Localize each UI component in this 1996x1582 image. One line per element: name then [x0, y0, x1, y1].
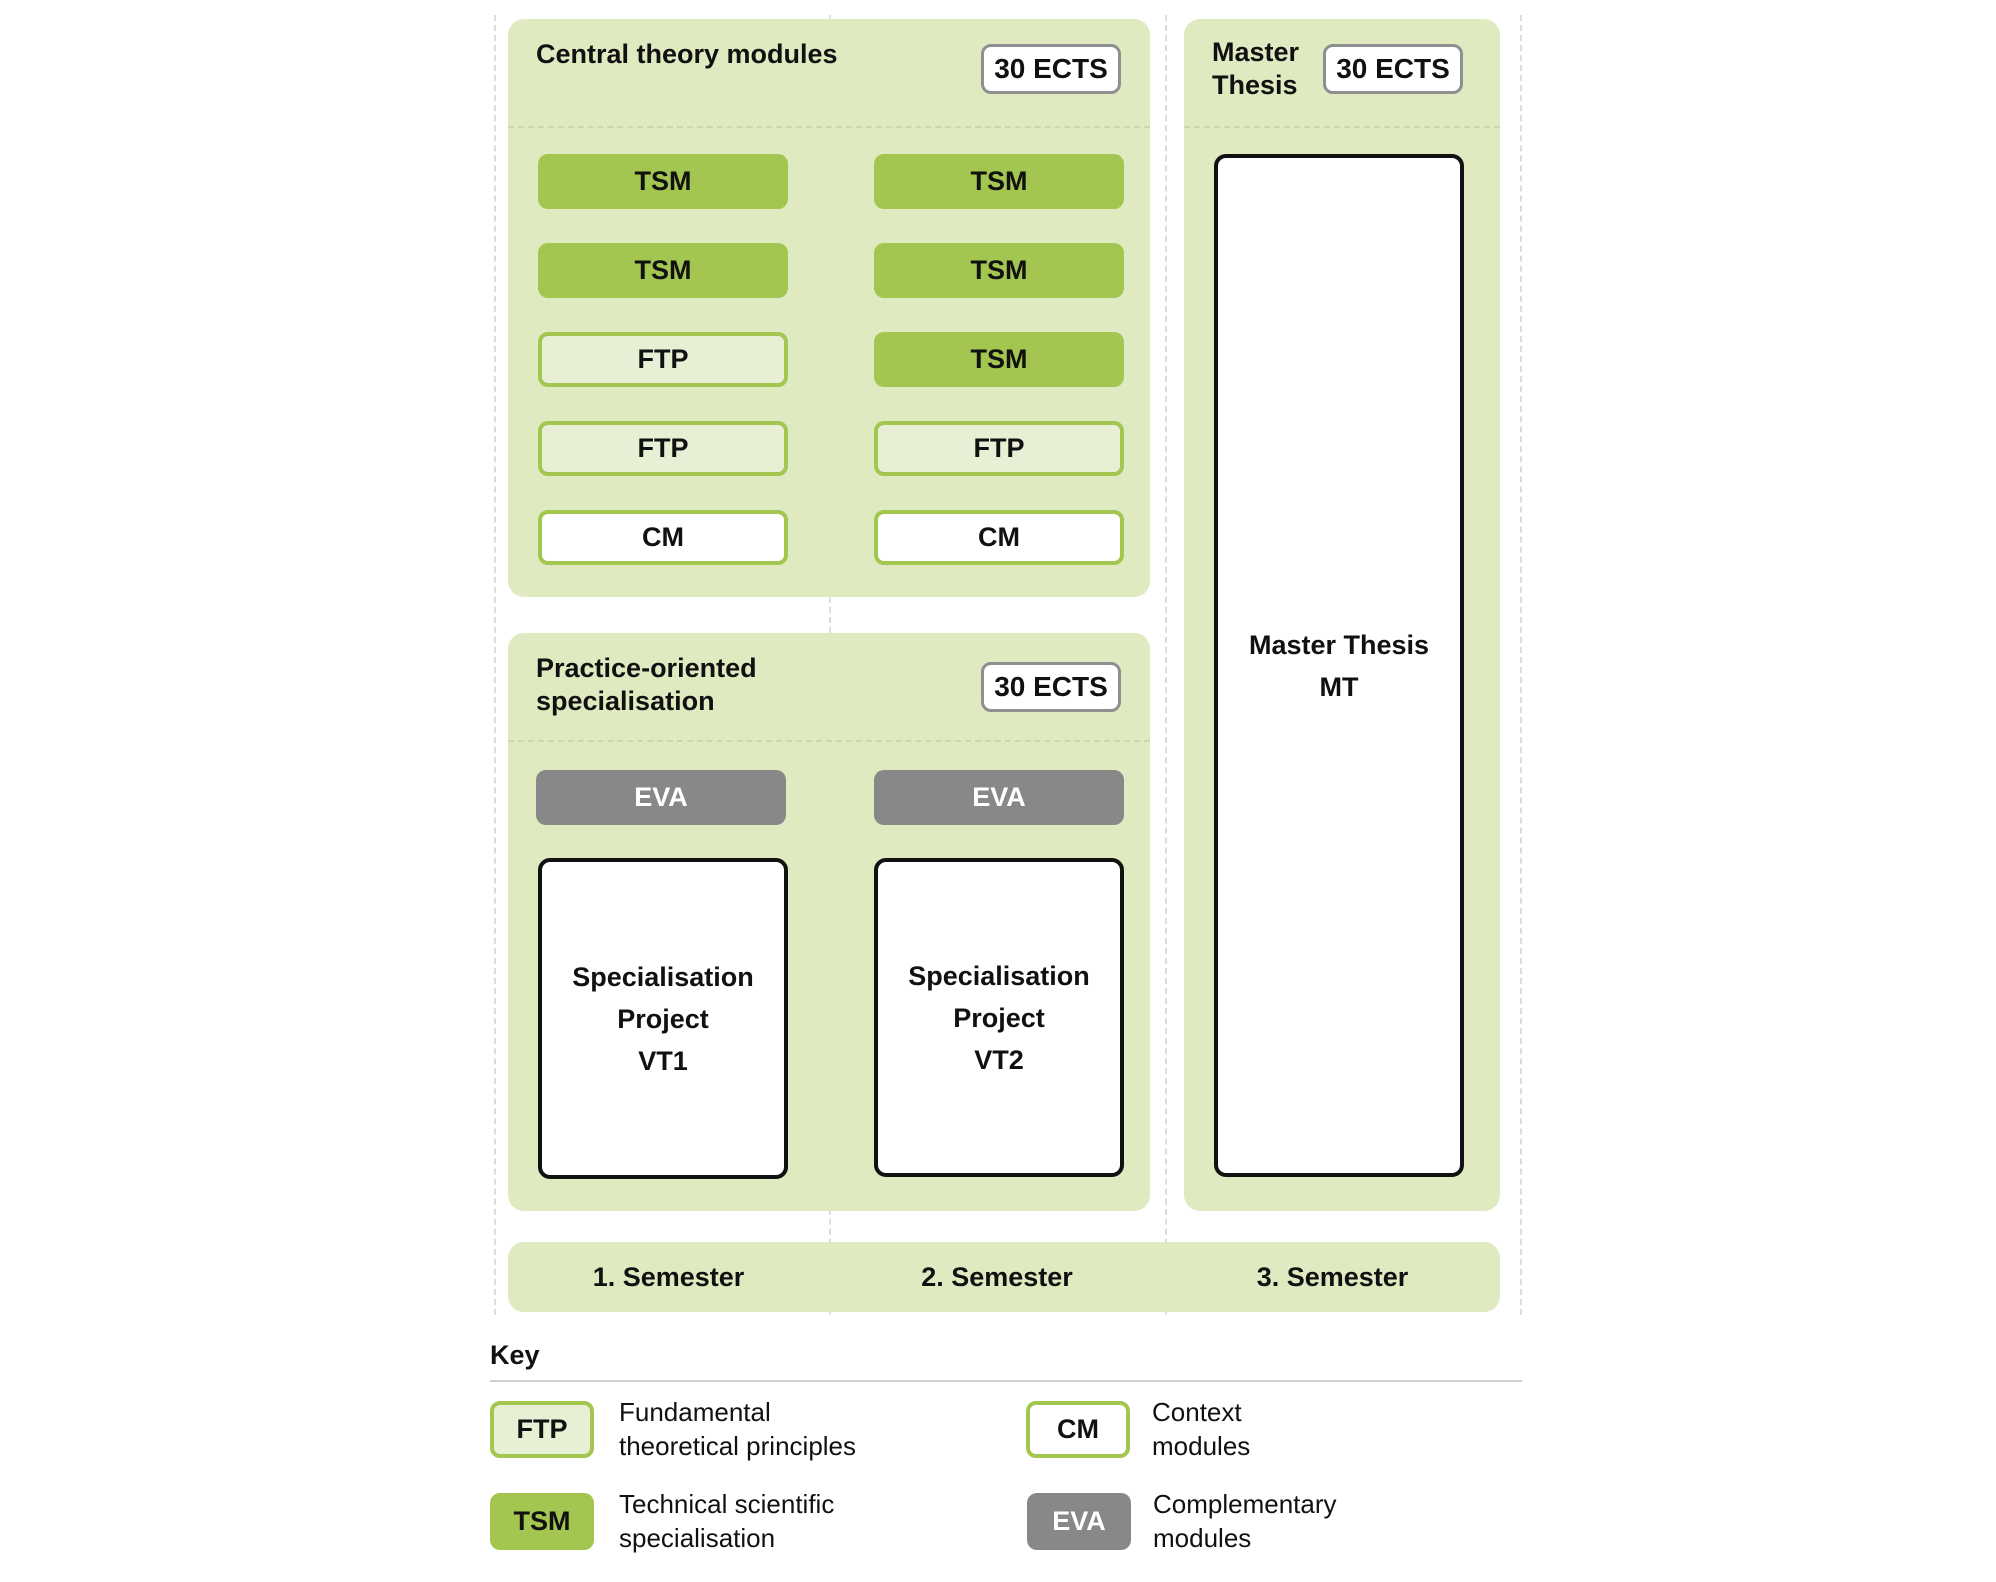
sem1-project-line-3: VT1 [638, 1045, 688, 1076]
key-badge-tsm: TSM [490, 1493, 594, 1550]
key-desc-ftp: Fundamental theoretical principles [619, 1395, 856, 1463]
key-desc-eva: Complementary modules [1153, 1487, 1337, 1555]
sem2-specialisation-project: Specialisation Project VT2 [874, 858, 1124, 1177]
practice-title-line-1: Practice-oriented [536, 653, 757, 683]
key-desc-cm: Context modules [1152, 1395, 1250, 1463]
practice-title-line-2: specialisation [536, 686, 715, 716]
semester-label-2: 2. Semester [921, 1261, 1073, 1292]
sem1-project-line-1: Specialisation [572, 961, 754, 992]
sem2-module-3: TSM [874, 332, 1124, 387]
key-desc-tsm: Technical scientific specialisation [619, 1487, 834, 1555]
sem2-eva-module: EVA [874, 770, 1124, 825]
semester-label-1: 1. Semester [592, 1261, 745, 1292]
sem1-module-2: TSM [538, 243, 788, 298]
central-theory-panel [508, 19, 1150, 597]
central-theory-ects-badge: 30 ECTS [981, 44, 1121, 94]
semester-label-3: 3. Semester [1256, 1261, 1409, 1292]
key-desc-eva-line-1: Complementary [1153, 1489, 1337, 1519]
master-thesis-box-line-1: Master Thesis [1248, 629, 1430, 660]
sem2-module-2: TSM [874, 243, 1124, 298]
key-desc-cm-line-2: modules [1152, 1431, 1251, 1461]
key-desc-cm-line-1: Context [1152, 1397, 1242, 1427]
sem1-module-5: CM [538, 510, 788, 565]
sem1-module-4: FTP [538, 421, 788, 476]
key-desc-tsm-line-1: Technical scientific [619, 1489, 835, 1519]
sem2-project-line-2: Project [953, 1002, 1045, 1033]
sem2-module-5: CM [874, 510, 1124, 565]
master-thesis-ects-badge: 30 ECTS [1323, 44, 1463, 94]
sem1-module-3: FTP [538, 332, 788, 387]
key-desc-ftp-line-1: Fundamental [619, 1397, 771, 1427]
column-guide-right [1165, 15, 1167, 1315]
central-theory-divider [508, 126, 1150, 128]
sem1-module-1: TSM [538, 154, 788, 209]
sem1-project-line-2: Project [617, 1003, 709, 1034]
sem1-eva-module: EVA [536, 770, 786, 825]
key-badge-cm: CM [1026, 1401, 1130, 1458]
master-thesis-divider [1184, 126, 1500, 128]
column-guide-left [494, 15, 496, 1315]
master-thesis-title: Master Thesis [1212, 36, 1299, 102]
sem2-module-1: TSM [874, 154, 1124, 209]
key-desc-ftp-line-2: theoretical principles [619, 1431, 857, 1461]
practice-ects-badge: 30 ECTS [981, 662, 1121, 712]
key-desc-eva-line-2: modules [1153, 1523, 1252, 1553]
key-title: Key [490, 1340, 540, 1370]
key-badge-eva: EVA [1027, 1493, 1131, 1550]
key-desc-tsm-line-2: specialisation [619, 1523, 776, 1553]
semester-bar [508, 1242, 1500, 1312]
practice-divider [508, 740, 1150, 742]
master-thesis-box: Master Thesis MT [1214, 154, 1464, 1177]
sem2-project-line-3: VT2 [974, 1044, 1024, 1075]
master-thesis-title-line-2: Thesis [1212, 70, 1298, 100]
column-guide-far-right [1520, 15, 1522, 1315]
master-thesis-box-line-2: MT [1319, 671, 1359, 702]
master-thesis-title-line-1: Master [1212, 37, 1300, 67]
key-badge-ftp: FTP [490, 1401, 594, 1458]
sem2-project-line-1: Specialisation [908, 960, 1090, 991]
key-divider [490, 1380, 1522, 1382]
central-theory-title: Central theory modules [536, 39, 838, 69]
practice-title: Practice-oriented specialisation [536, 652, 757, 718]
sem1-specialisation-project: Specialisation Project VT1 [538, 858, 788, 1179]
sem2-module-4: FTP [874, 421, 1124, 476]
